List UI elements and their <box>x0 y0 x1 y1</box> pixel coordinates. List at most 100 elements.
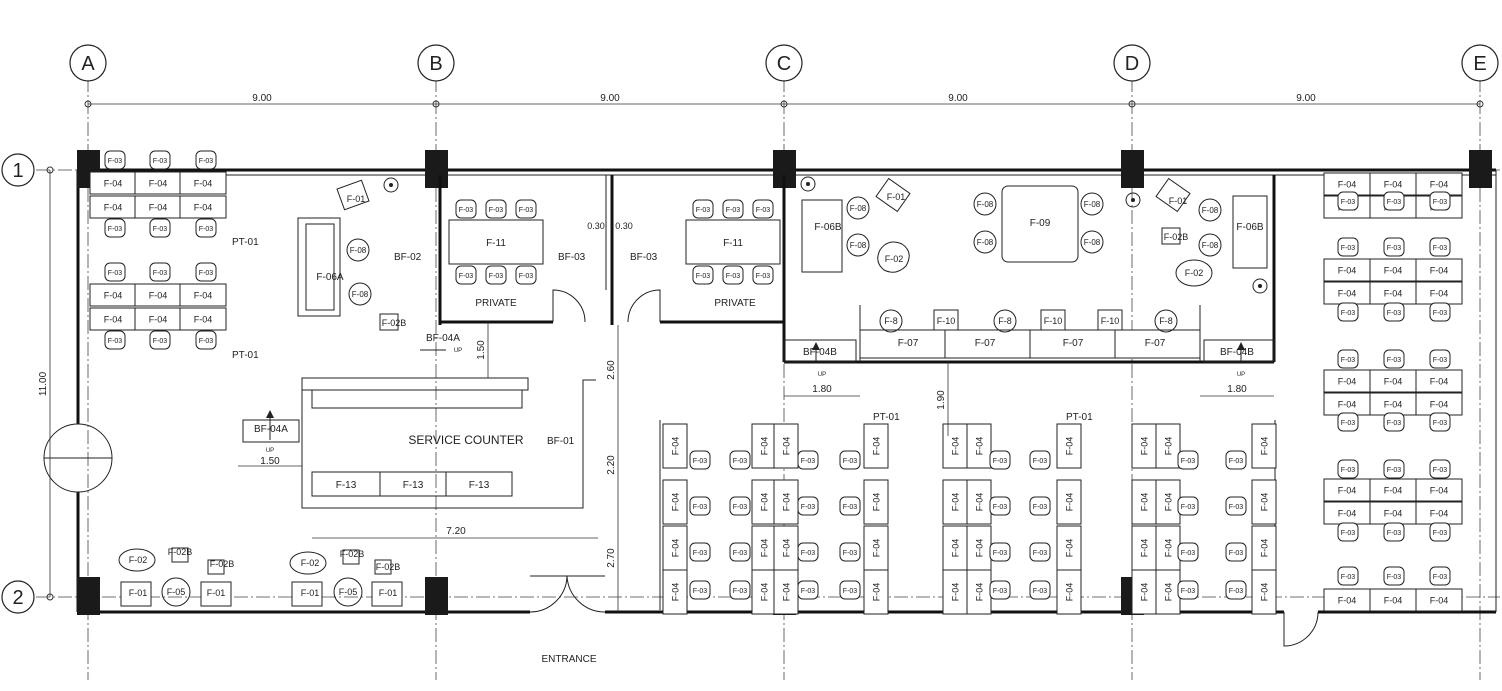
chair-f03-label: F-03 <box>843 588 858 595</box>
chair-f03 <box>1337 302 1359 322</box>
chair-f03-label: F-03 <box>733 504 748 511</box>
chair-f03 <box>1337 522 1359 542</box>
desk-f04 <box>942 569 968 615</box>
f02b-label: F-02B <box>376 562 401 572</box>
stool-f08 <box>1080 192 1104 216</box>
desk-f04-label: F-04 <box>1430 596 1449 606</box>
chair-f03 <box>797 450 819 470</box>
chair-f03 <box>1429 412 1451 432</box>
chair-f03-label: F-03 <box>733 588 748 595</box>
stool-f08-label: F-08 <box>977 200 994 209</box>
chair-f03 <box>195 330 217 350</box>
dim-220: 2.20 <box>606 455 617 475</box>
chair-f03-label: F-03 <box>843 550 858 557</box>
desk-f04-label: F-04 <box>1384 180 1403 190</box>
desk-f04-label: F-04 <box>1384 596 1403 606</box>
chair-f03 <box>729 496 751 516</box>
desk-f04-label: F-04 <box>951 437 961 456</box>
desk-f04-label: F-04 <box>671 493 681 512</box>
chair-f03-label: F-03 <box>733 458 748 465</box>
chair-f03 <box>1383 566 1405 586</box>
f8-label: F-8 <box>884 316 898 326</box>
desk-f04 <box>966 423 992 469</box>
dim-030-a: 0.30 <box>587 221 605 231</box>
chair-f03-label: F-03 <box>153 338 168 345</box>
stool-f08-label: F-08 <box>1084 238 1101 247</box>
desk-f04-label: F-04 <box>104 179 123 189</box>
desk-f04-label: F-04 <box>671 583 681 602</box>
chair-f03-label: F-03 <box>1229 458 1244 465</box>
grid-label-2: 2 <box>12 587 23 609</box>
chair-f03-label: F-03 <box>108 158 123 165</box>
bf03-label: BF-03 <box>558 252 586 263</box>
f01-label: F-01 <box>207 588 226 598</box>
desk-f04-label: F-04 <box>1384 377 1403 387</box>
chair-f03-label: F-03 <box>993 504 1008 511</box>
up-arrows: UP UP UP UP <box>266 342 1245 454</box>
chair-f03 <box>689 496 711 516</box>
f07-label: F-07 <box>975 338 996 349</box>
chair-f03 <box>989 580 1011 600</box>
chair-f03-label: F-03 <box>108 226 123 233</box>
desk-f04-label: F-04 <box>872 437 882 456</box>
desk-f04 <box>1131 423 1157 469</box>
stool-f08 <box>1198 198 1222 222</box>
f13-label: F-13 <box>469 480 490 491</box>
chair-f03-label: F-03 <box>459 207 474 214</box>
chair-f03 <box>1383 302 1405 322</box>
chair-f03-label: F-03 <box>519 273 534 280</box>
chair-f03-label: F-03 <box>726 273 741 280</box>
f13-label: F-13 <box>403 480 424 491</box>
desk-f04 <box>966 569 992 615</box>
desk-f04 <box>942 525 968 571</box>
chair-f03 <box>104 330 126 350</box>
dim-720: 7.20 <box>446 526 466 537</box>
chair-f03-label: F-03 <box>1433 467 1448 474</box>
chair-f03-label: F-03 <box>1033 588 1048 595</box>
chair-f03-label: F-03 <box>1433 530 1448 537</box>
stool-f08-label: F-08 <box>850 241 867 250</box>
dim-bay-de: 9.00 <box>1296 93 1316 104</box>
chair-f03-label: F-03 <box>1341 357 1356 364</box>
desk-f04-label: F-04 <box>1338 377 1357 387</box>
chair-f03 <box>1337 191 1359 211</box>
chair-f03-label: F-03 <box>153 226 168 233</box>
desk-f04-label: F-04 <box>1164 583 1174 602</box>
desk-f04-label: F-04 <box>194 179 213 189</box>
grid-bubbles: A B C D E 1 2 <box>1 44 1499 614</box>
desk-f04 <box>662 525 688 571</box>
chair-f03 <box>1337 566 1359 586</box>
desk-f04-label: F-04 <box>760 539 770 558</box>
desk-f04-label: F-04 <box>1430 377 1449 387</box>
f01-label: F-01 <box>347 194 366 204</box>
f02b-label: F-02B <box>210 559 235 569</box>
dim-260: 2.60 <box>606 360 617 380</box>
service-counter-label: SERVICE COUNTER <box>408 433 523 447</box>
f02-label: F-02 <box>301 558 320 568</box>
chair-f03-label: F-03 <box>696 207 711 214</box>
desks-layer: F-04F-04F-04F-04F-04F-04F-04F-04F-04F-04… <box>89 171 1463 615</box>
chair-f03-label: F-03 <box>1341 199 1356 206</box>
desk-f04-label: F-04 <box>149 315 168 325</box>
chair-f03-label: F-03 <box>1033 458 1048 465</box>
f02b-label: F-02B <box>1164 232 1189 242</box>
desk-f04-label: F-04 <box>872 583 882 602</box>
desk-f04-label: F-04 <box>951 583 961 602</box>
chair-f03 <box>1225 496 1247 516</box>
chair-f03-label: F-03 <box>1229 504 1244 511</box>
chair-f03-label: F-03 <box>1181 504 1196 511</box>
f01-label: F-01 <box>129 588 148 598</box>
chair-f03-label: F-03 <box>1341 467 1356 474</box>
chair-f03-label: F-03 <box>843 504 858 511</box>
f06b-label: F-06B <box>814 222 842 233</box>
chair-f03-label: F-03 <box>843 458 858 465</box>
f01-label: F-01 <box>887 192 906 202</box>
desk-f04-label: F-04 <box>1065 437 1075 456</box>
chair-f03 <box>1429 566 1451 586</box>
chair-f03 <box>1383 522 1405 542</box>
chair-f03-label: F-03 <box>756 273 771 280</box>
chair-f03 <box>729 542 751 562</box>
chair-f03 <box>485 265 507 285</box>
f05-label: F-05 <box>339 587 358 597</box>
desk-f04 <box>773 479 799 525</box>
